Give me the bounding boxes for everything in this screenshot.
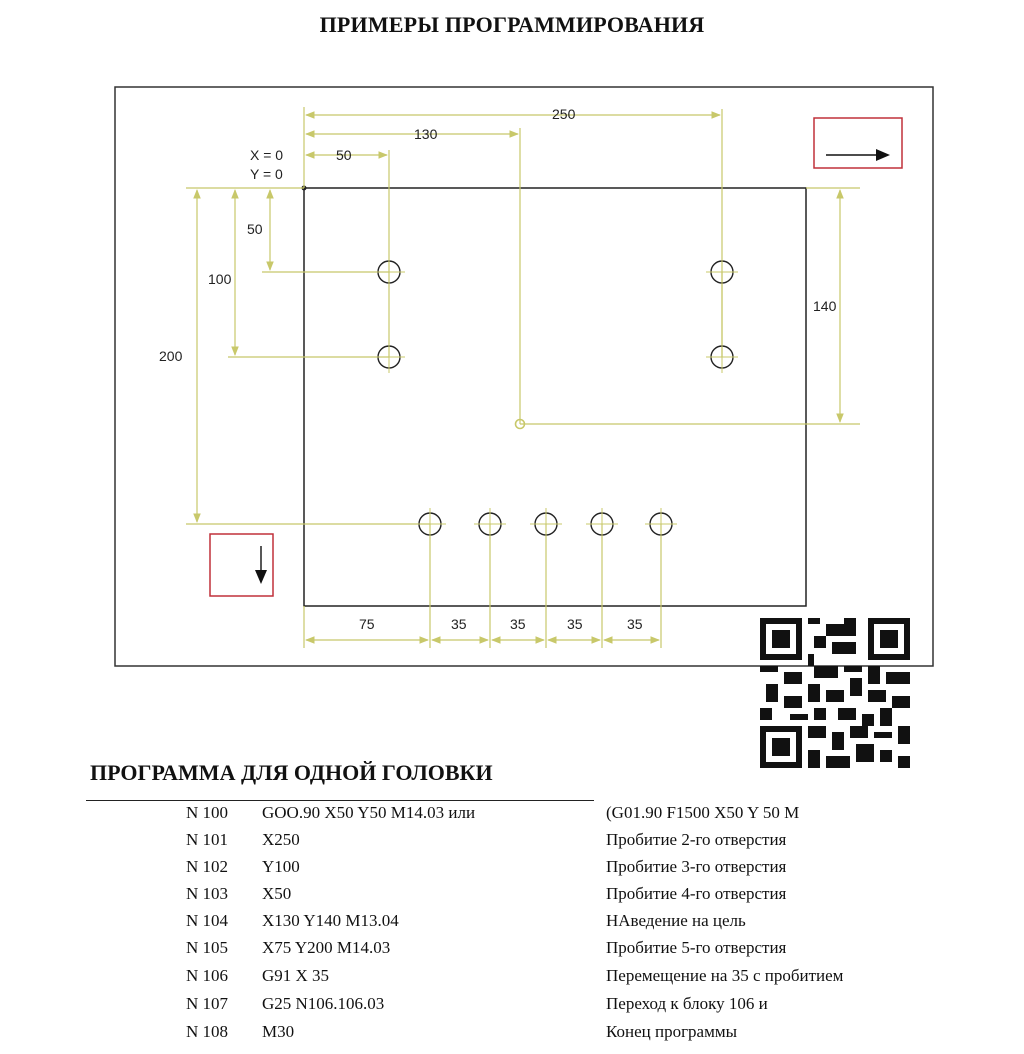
dim-label: 35 — [451, 616, 467, 632]
block-command: M30 — [262, 1022, 295, 1041]
dim-label: 35 — [627, 616, 643, 632]
drawing-frame — [114, 86, 934, 667]
dimension-lines — [193, 111, 844, 644]
x-direction-box — [813, 117, 903, 169]
sheet-outline — [303, 187, 807, 607]
block-number: N 108 — [186, 1022, 229, 1041]
program-heading: ПРОГРАММА ДЛЯ ОДНОЙ ГОЛОВКИ — [90, 760, 493, 785]
dim-label: 250 — [552, 106, 576, 122]
dim-label: 75 — [359, 616, 375, 632]
dim-label: 35 — [510, 616, 526, 632]
heading-divider — [86, 800, 594, 801]
dim-label: 130 — [414, 126, 438, 142]
block-number: N 104 — [186, 911, 229, 930]
origin-x-label: X = 0 — [250, 147, 283, 163]
block-number: N 102 — [186, 857, 229, 876]
block-command: X250 — [262, 830, 300, 849]
target-point — [514, 418, 526, 430]
hole-centerlines — [373, 256, 738, 540]
holes — [377, 260, 734, 536]
page-title: ПРИМЕРЫ ПРОГРАММИРОВАНИЯ — [319, 12, 705, 37]
block-command: G91 X 35 — [262, 966, 330, 985]
block-comment: (G01.90 F1500 X50 Y 50 M — [606, 803, 800, 822]
block-command: G25 N106.106.03 — [262, 994, 385, 1013]
block-comment: Перемещение на 35 с пробитием — [606, 966, 844, 985]
block-command: Y100 — [262, 857, 300, 876]
dim-label: 200 — [159, 348, 183, 364]
block-number: N 100 — [186, 803, 229, 822]
block-comment: Переход к блоку 106 и — [606, 994, 768, 1013]
block-comment: Пробитие 4-го отверстия — [606, 884, 787, 903]
origin-y-label: Y = 0 — [250, 166, 283, 182]
qr-code-icon — [760, 618, 910, 768]
block-command: X130 Y140 M13.04 — [262, 911, 399, 930]
dim-label: 50 — [336, 147, 352, 163]
block-comment: Пробитие 5-го отверстия — [606, 938, 787, 957]
block-command: X75 Y200 M14.03 — [262, 938, 391, 957]
block-comment: Пробитие 2-го отверстия — [606, 830, 787, 849]
block-number: N 103 — [186, 884, 229, 903]
block-number: N 105 — [186, 938, 229, 957]
block-comment: Пробитие 3-го отверстия — [606, 857, 787, 876]
block-comment: Конец программы — [606, 1022, 738, 1041]
dim-label: 100 — [208, 271, 232, 287]
dim-label: 50 — [247, 221, 263, 237]
dim-label: 140 — [813, 298, 837, 314]
y-direction-box — [209, 533, 274, 597]
block-number: N 101 — [186, 830, 229, 849]
block-comment: НАведение на цель — [606, 911, 746, 930]
block-command: X50 — [262, 884, 292, 903]
block-command: GOO.90 X50 Y50 M14.03 или — [262, 803, 476, 822]
dim-label: 35 — [567, 616, 583, 632]
block-number: N 107 — [186, 994, 229, 1013]
block-number: N 106 — [186, 966, 229, 985]
